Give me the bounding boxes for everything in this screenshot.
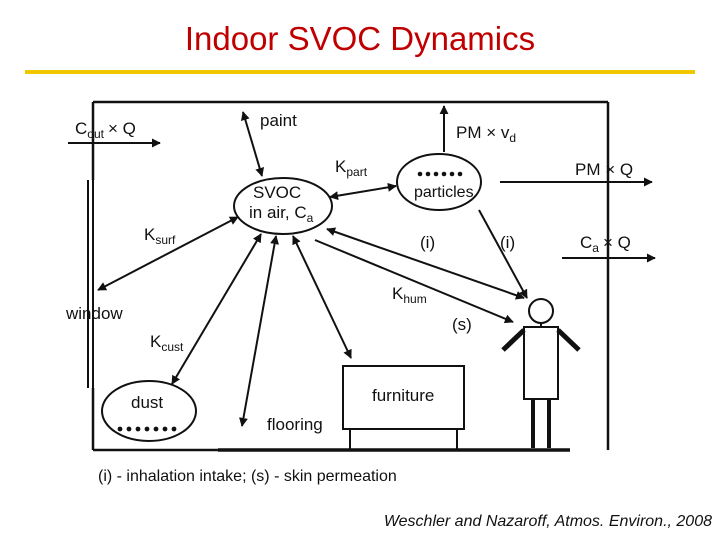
- khum-label: Khum: [392, 284, 427, 306]
- cout-label: Cout× Q: [75, 119, 136, 141]
- inhalation-label-1: (i): [420, 233, 435, 252]
- flooring-label: flooring: [267, 415, 323, 434]
- skin-permeation-arrow: [314, 239, 514, 324]
- page-title: Indoor SVOC Dynamics: [184, 20, 536, 57]
- particles-ellipse: [396, 153, 482, 211]
- svoc-label-line1: SVOC: [253, 183, 301, 202]
- kpart-label: Kpart: [335, 157, 368, 179]
- citation: Weschler and Nazaroff, Atmos. Environ., …: [383, 513, 712, 530]
- dust-ellipse: [101, 380, 197, 442]
- paint-arrow: [240, 111, 265, 177]
- room-walls: [91, 100, 610, 452]
- ksurf-arrow: [97, 216, 239, 291]
- title-underline: [25, 70, 695, 74]
- window-label: window: [65, 304, 123, 323]
- particles-label: particles: [414, 184, 474, 201]
- pm-vd-label: PM × vd: [456, 123, 516, 145]
- legend-text: (i) - inhalation intake; (s) - skin perm…: [98, 468, 397, 485]
- dust-label: dust: [131, 393, 163, 412]
- khum-arrow: [326, 227, 525, 300]
- paint-label: paint: [260, 111, 297, 130]
- ca-q-label: Ca× Q: [580, 233, 631, 255]
- skin-label: (s): [452, 315, 472, 334]
- particle-inhalation-arrow: [478, 209, 528, 299]
- flooring-arrow: [238, 235, 280, 427]
- kcust-arrow: [171, 233, 262, 385]
- furniture-label: furniture: [372, 386, 434, 405]
- furniture-box: [342, 365, 465, 430]
- person-figure: [501, 298, 581, 448]
- kcust-label: Kcust: [150, 332, 184, 354]
- svoc-air-ellipse: [233, 177, 333, 235]
- kpart-arrow: [329, 182, 397, 201]
- particle-dots: [417, 171, 463, 177]
- inhalation-label-2: (i): [500, 233, 515, 252]
- dust-dots: [117, 426, 177, 432]
- pm-q-label: PM × Q: [575, 160, 633, 179]
- furniture-legs: [349, 429, 458, 450]
- ksurf-label: Ksurf: [144, 225, 176, 247]
- svoc-label-line2: in air, Ca: [249, 203, 314, 225]
- furniture-arrow: [292, 235, 352, 359]
- window-frame: [87, 180, 94, 388]
